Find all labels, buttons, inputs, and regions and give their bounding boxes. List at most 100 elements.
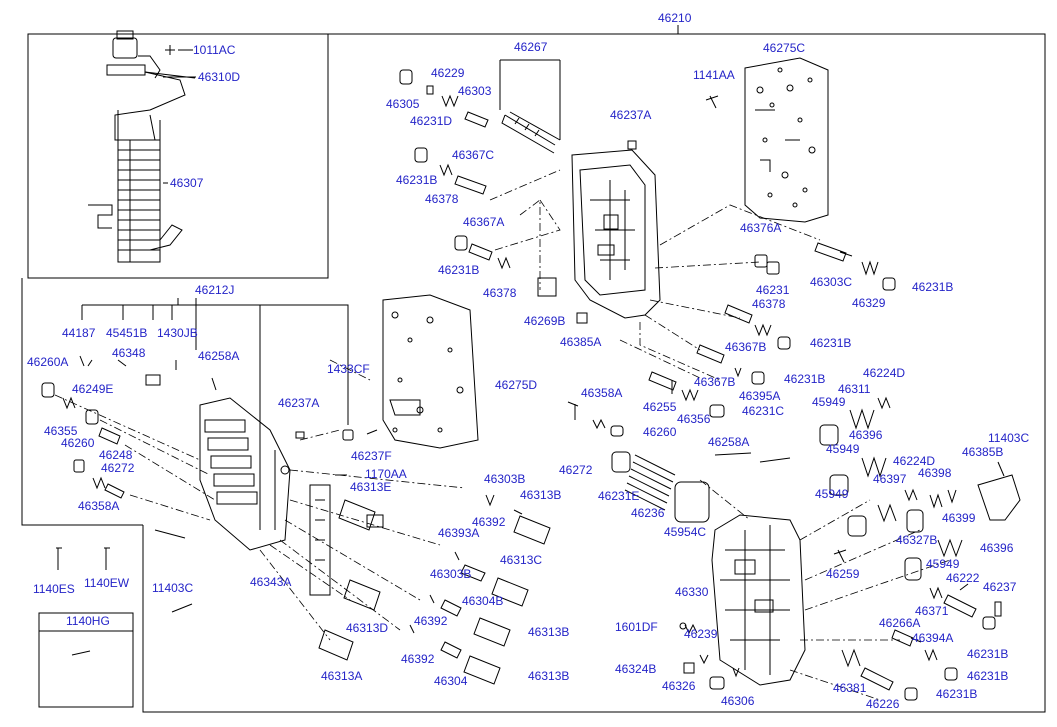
part-label: 46231B [967,647,1009,661]
part-label: 46313E [350,480,392,494]
part-label: 46378 [752,297,786,311]
part-label: 46236 [631,506,665,520]
left-valve-body [199,397,291,551]
part-label: 46367B [725,340,767,354]
part-label: 46313B [520,488,562,502]
part-label: 1141AA [693,68,735,82]
part-label: 46231B [396,173,438,187]
part-label: 11403C [152,581,194,595]
part-label: 46275D [495,378,538,392]
part-label: 46303B [430,567,472,581]
separator-plate-c [744,57,829,223]
part-label: 46358A [581,386,623,400]
part-label: 46313D [346,621,389,635]
part-label: 46306 [721,694,755,708]
part-label: 46313A [321,669,363,683]
part-label: 46231 [756,283,790,297]
part-label: 44187 [62,326,96,340]
part-label: 1011AC [193,43,236,57]
part-label: 46324B [615,662,657,676]
part-label: 1140EW [84,576,130,590]
part-label: 46260 [643,425,677,439]
part-label: 46343A [250,575,292,589]
part-label: 11403C [988,431,1030,445]
part-label: 46378 [483,286,517,300]
leader-46212j [81,298,261,500]
part-label: 46305 [386,97,420,111]
part-label: 46313C [500,553,543,567]
part-label: 46231C [742,404,785,418]
part-label: 45949 [812,395,846,409]
part-label: 46385B [962,445,1004,459]
frame-46212j [21,278,143,526]
separator-plate-d [382,294,479,449]
part-label: 46255 [643,400,677,414]
part-label: 46231D [410,114,453,128]
part-label: 46367B [694,375,736,389]
part-label: 46396 [980,541,1014,555]
part-label: 46378 [425,192,459,206]
inset-box [38,612,134,708]
part-label: 46303C [810,275,853,289]
part-label: 45954C [664,525,707,539]
part-label: 46376A [740,221,782,235]
part-label: 46330 [675,585,709,599]
part-label: 46249E [72,382,114,396]
upper-valve-body [571,149,661,319]
part-label: 46392 [414,614,448,628]
part-label: 46258A [708,435,750,449]
part-label: 45451B [106,326,148,340]
part-label: 46224D [893,454,936,468]
part-label: 1170AA [365,467,407,481]
part-label: 46272 [559,463,593,477]
part-label: 46304 [434,674,468,688]
part-label: 46275C [763,41,806,55]
part-label: 46392 [472,515,506,529]
part-label: 46224D [863,366,906,380]
part-label: 46231B [810,336,852,350]
part-label: 46210 [658,11,692,25]
part-label: 46398 [918,466,952,480]
part-label: 46367C [452,148,495,162]
lower-valve-body [711,514,806,686]
part-label: 46394A [912,631,954,645]
part-label: 46397 [873,472,907,486]
part-label: 46329 [852,296,886,310]
part-label: 46303 [458,84,492,98]
part-label: 45949 [826,442,860,456]
part-label: 46395A [739,389,781,403]
part-label: 46259 [826,567,860,581]
part-label: 46307 [170,176,204,190]
part-label: 46367A [463,215,505,229]
part-label: 1140ES [33,582,75,596]
part-label: 46229 [431,66,465,80]
part-label: 46260 [61,436,95,450]
part-label: 46399 [942,511,976,525]
part-label: 46267 [514,40,548,54]
part-label: 46396 [849,428,883,442]
part-label: 46239 [684,627,718,641]
part-label: 46226 [866,697,900,711]
part-label: 46393A [438,526,480,540]
part-label: 46358A [78,499,120,513]
part-label: 46266A [879,616,921,630]
part-label: 1430JB [157,326,198,340]
part-label: 46212J [195,283,235,297]
part-label: 46237A [278,396,320,410]
inset-title: 1140HG [66,614,110,628]
part-label: 46248 [99,448,133,462]
part-label: 46237A [610,108,652,122]
part-label: 46231B [967,669,1009,683]
part-label: 46355 [44,424,78,438]
part-label: 46327B [896,533,938,547]
part-label: 46237 [983,580,1017,594]
part-label: 46231B [784,372,826,386]
part-label: 45949 [926,557,960,571]
part-label: 46237F [351,449,392,463]
part-label: 46231E [598,489,640,503]
frame-46210 [142,33,1046,713]
wiring-harness [88,30,196,263]
part-label: 46272 [101,461,135,475]
part-label: 46304B [462,594,504,608]
